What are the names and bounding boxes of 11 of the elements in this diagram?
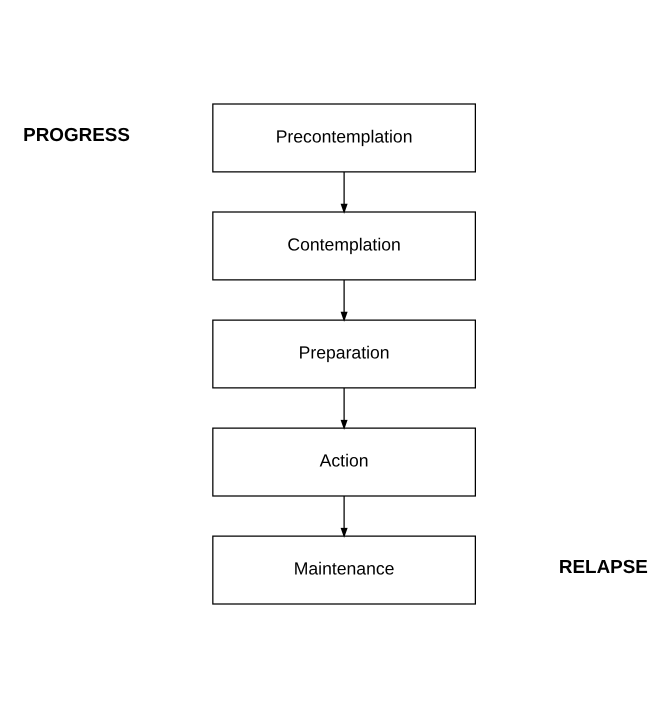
arrow: [340, 496, 348, 538]
node-box: Action: [212, 427, 476, 497]
node-box: Maintenance: [212, 536, 476, 605]
node-box: Preparation: [212, 319, 476, 389]
label: RELAPSE: [558, 556, 648, 578]
node-box: Contemplation: [212, 211, 476, 281]
label: PROGRESS: [23, 124, 130, 146]
arrow: [340, 172, 348, 214]
arrow: [340, 280, 348, 322]
node-box: Precontemplation: [212, 103, 476, 172]
arrow: [340, 388, 348, 430]
